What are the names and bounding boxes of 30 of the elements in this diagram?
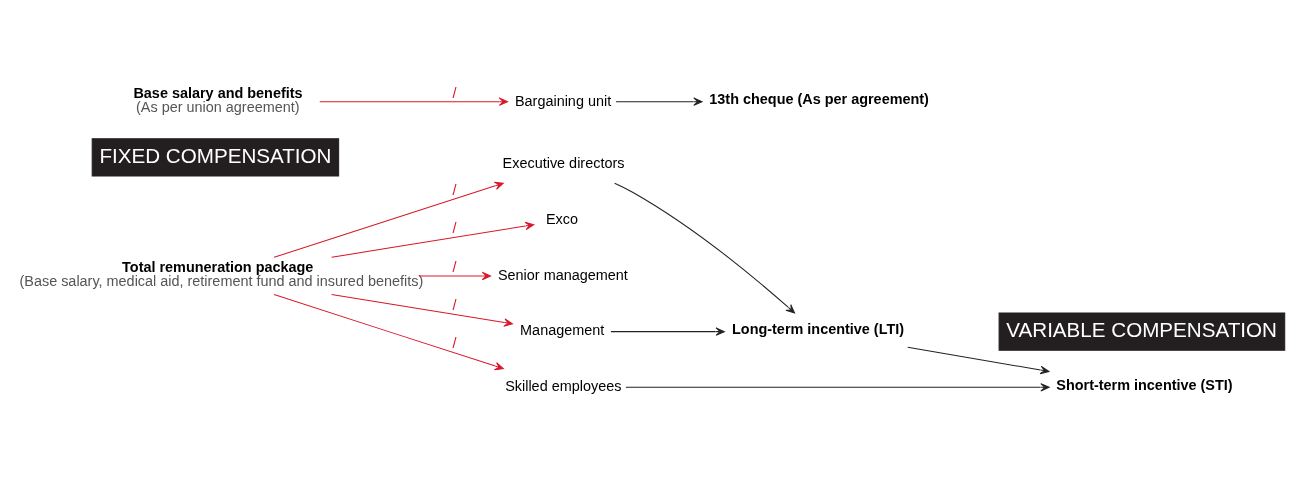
arrow [625, 382, 1050, 392]
arrow [331, 293, 514, 327]
arrow [610, 326, 725, 336]
arrow [418, 271, 492, 280]
edge-label: / [452, 334, 457, 351]
node-text: Executive directors [502, 154, 625, 171]
node-text: Bargaining unit [514, 92, 612, 108]
node-text: Skilled employees [505, 377, 622, 394]
node-text: Management [520, 321, 605, 338]
node-box: VARIABLE COMPENSATION [998, 312, 1286, 351]
arrow [615, 96, 703, 106]
node-text: 13th cheque (As per agreement) [709, 90, 929, 107]
node-text: Exco [545, 210, 578, 227]
edge-label: / [452, 258, 457, 275]
edge-label: / [452, 84, 457, 101]
arrow [331, 221, 535, 258]
node-text: Short-term incentive (STI) [1056, 376, 1233, 393]
edge-label: / [452, 219, 457, 236]
arrow [273, 293, 504, 370]
arrow [614, 182, 796, 313]
node-text: Total remuneration package (Base salary, medical aid, retirement fund and insured benefits) [19, 258, 424, 289]
edge-label: / [452, 296, 457, 313]
edge-label: / [452, 181, 457, 198]
arrow [273, 181, 504, 258]
arrow [319, 96, 509, 106]
arrow [907, 346, 1050, 374]
node-box: FIXED COMPENSATION [91, 137, 340, 176]
node-text: Senior management [497, 266, 628, 283]
node-text: Long-term incentive (LTI) [732, 320, 905, 337]
node-text: Base salary and benefits (As per union agreement) [133, 84, 303, 115]
